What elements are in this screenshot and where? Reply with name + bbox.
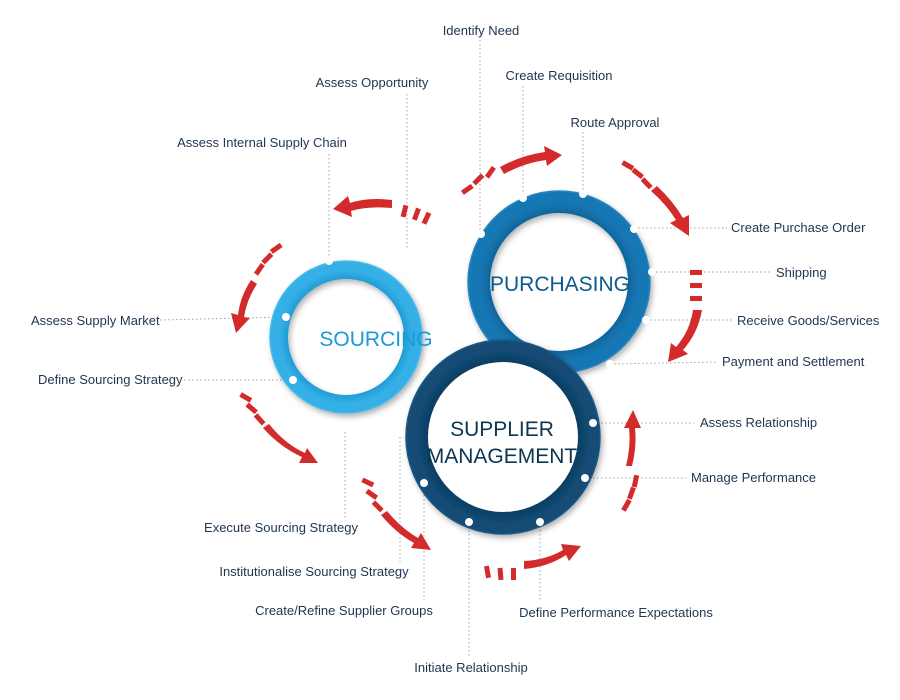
arrow-sourcing-left [231,242,283,333]
label-shipping: Shipping [776,265,827,280]
arrow-sourcing-top [333,196,432,225]
arrow-purchasing-topright [621,160,689,236]
supplier-management-title-line2: MANAGEMENT [427,445,578,468]
label-create-requisition: Create Requisition [506,68,613,83]
arrow-supplier-left [361,477,431,550]
supplier-management-ring [405,339,601,535]
label-identify-need: Identify Need [443,23,520,38]
cycle-arrows [231,146,702,581]
label-create-purchase-order: Create Purchase Order [731,220,866,235]
arrow-supplier-right [621,410,641,512]
sourcing-title: SOURCING [319,328,432,351]
label-route-approval: Route Approval [571,115,660,130]
label-initiate-relationship: Initiate Relationship [414,660,527,675]
supplier-management-title-line1: SUPPLIER [450,418,554,441]
label-assess-relationship: Assess Relationship [700,415,817,430]
label-execute-sourcing-strategy: Execute Sourcing Strategy [204,520,358,535]
label-assess-supply-market: Assess Supply Market [31,313,160,328]
purchasing-title: PURCHASING [490,273,630,296]
arrow-supplier-bottom [483,544,581,581]
label-create-refine-supplier-groups: Create/Refine Supplier Groups [255,603,433,618]
label-payment-settlement: Payment and Settlement [722,354,865,369]
label-assess-opportunity: Assess Opportunity [316,75,429,90]
label-institutionalise-sourcing-strategy: Institutionalise Sourcing Strategy [219,564,409,579]
sourcing-ring [269,260,423,414]
stage-labels: Identify Need Create Requisition Route A… [31,23,880,675]
label-manage-performance: Manage Performance [691,470,816,485]
leader-lines [159,40,770,656]
arrow-sourcing-bottom [239,392,318,463]
label-define-performance-expectations: Define Performance Expectations [519,605,713,620]
label-receive-goods: Receive Goods/Services [737,313,880,328]
label-assess-internal-supply-chain: Assess Internal Supply Chain [177,135,347,150]
arrow-purchasing-right [668,270,702,362]
arrow-purchasing-topleft [460,146,562,195]
label-define-sourcing-strategy: Define Sourcing Strategy [38,372,183,387]
stage-nodes [282,190,656,526]
